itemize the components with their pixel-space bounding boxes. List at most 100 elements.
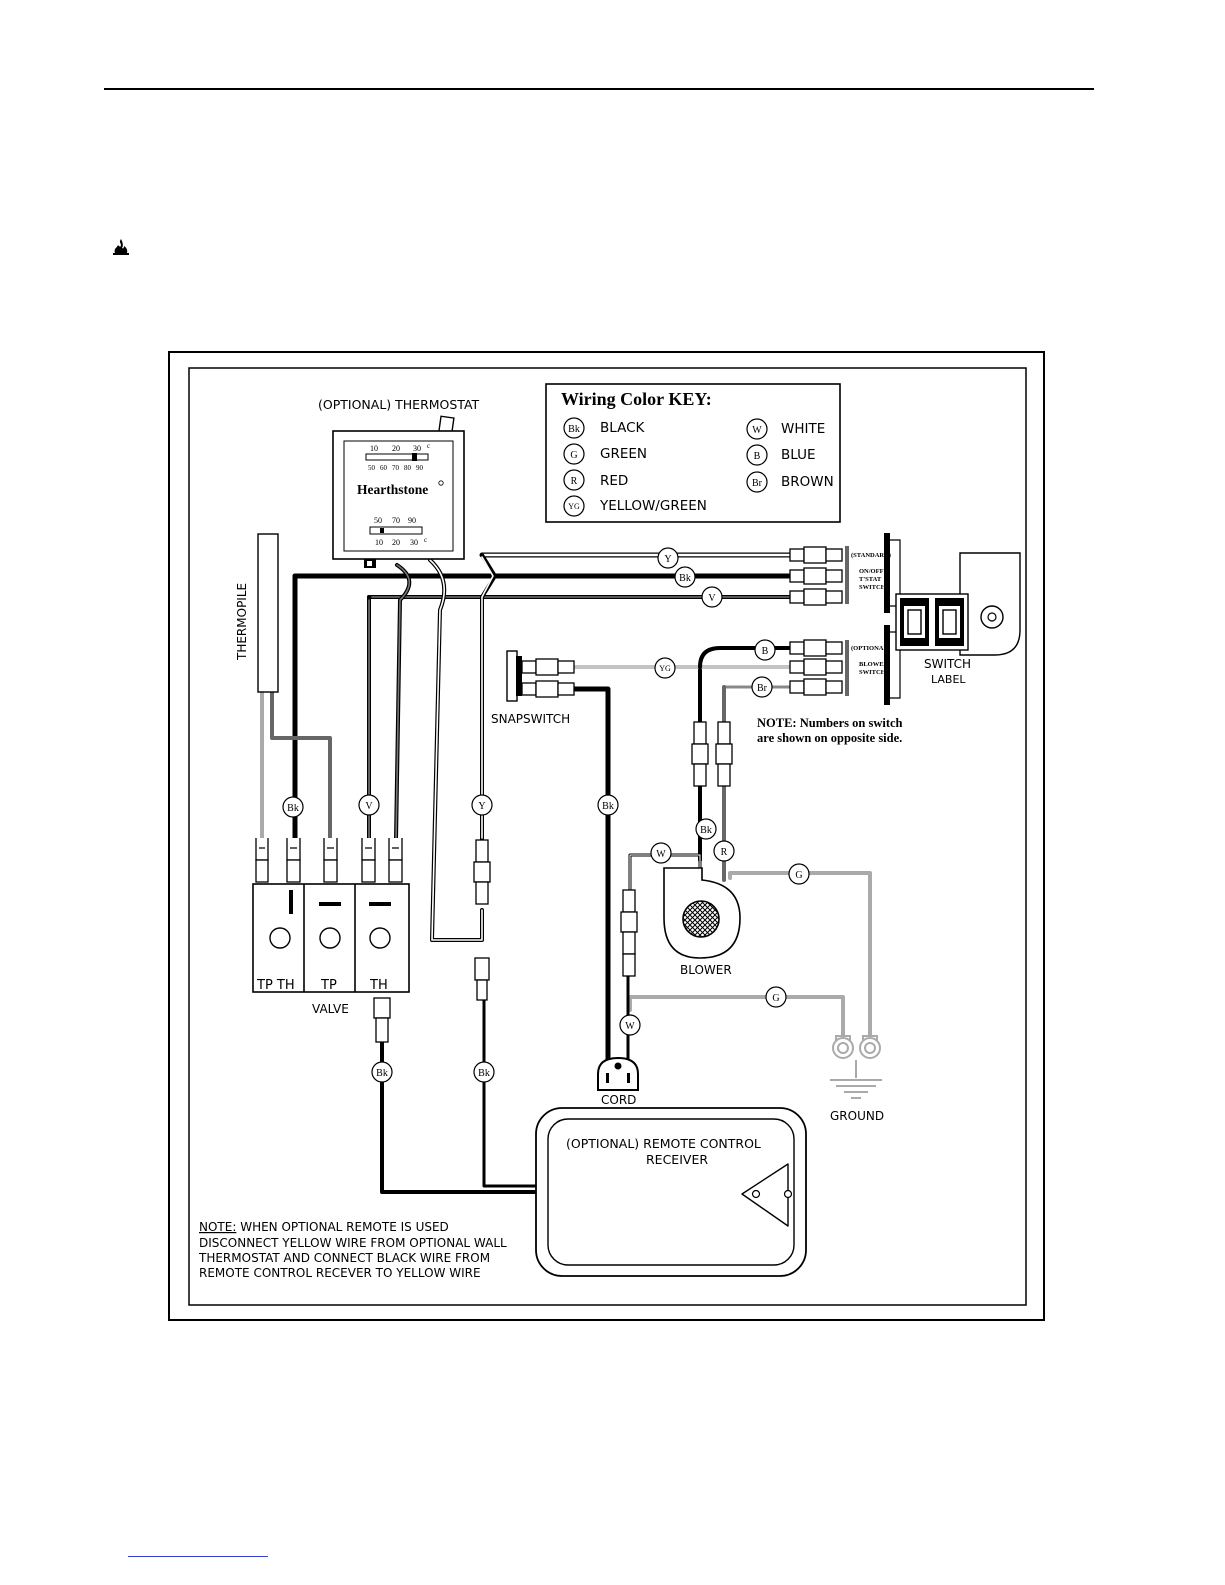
svg-text:G: G — [772, 993, 779, 1004]
key-name-white: WHITE — [781, 421, 825, 437]
tag-y-top: Y — [657, 547, 679, 569]
key-name-yellow-green: YELLOW/GREEN — [599, 498, 707, 514]
opt-switch-line1: (OPTIONAL) — [851, 645, 890, 652]
key-code-g: G — [570, 450, 577, 461]
thermo-scale-c: c — [427, 442, 430, 450]
tag-v-top: V — [701, 586, 723, 608]
std-switch-line1: (STANDARD) — [851, 552, 891, 559]
thermo-scale-30: 30 — [413, 444, 421, 453]
key-code-w: W — [752, 425, 762, 436]
std-switch-line4: SWITCH — [859, 584, 886, 591]
svg-text:Y: Y — [664, 554, 671, 565]
standard-switch: (STANDARD) ON/OFF T'STAT SWITCH — [789, 533, 901, 613]
svg-text:R: R — [721, 847, 728, 858]
tag-w-cord: W — [619, 1014, 641, 1036]
wire-green-2 — [628, 995, 845, 1042]
remote-note-line3: THERMOSTAT AND CONNECT BLACK WIRE FROM — [198, 1251, 490, 1265]
thermo-scale-50: 50 — [368, 464, 376, 472]
key-code-yg: YG — [568, 502, 580, 511]
thermo-scale-70: 70 — [392, 464, 400, 472]
thermostat-brand: Hearthstone — [357, 482, 428, 497]
ground: GROUND — [830, 1035, 884, 1123]
svg-text:NOTE: WHEN OPTIONAL REMOTE: NOTE: WHEN OPTIONAL REMOTE IS USED — [199, 1220, 449, 1234]
tag-bk-valve: Bk — [282, 796, 304, 818]
tag-w-blower: W — [650, 842, 672, 864]
remote-note-label: NOTE: — [199, 1220, 236, 1234]
tag-bk-top: Bk — [674, 566, 696, 588]
thermostat-label: (OPTIONAL) THERMOSTAT — [318, 397, 480, 412]
switch-note: NOTE: Numbers on switch are shown on opp… — [757, 716, 903, 745]
svg-text:V: V — [365, 801, 373, 812]
thermo-lower-70: 70 — [392, 516, 400, 525]
thermo-lower-20: 20 — [392, 538, 400, 547]
thermo-lower-50: 50 — [374, 516, 382, 525]
wire-snapswitch-black — [572, 686, 611, 1071]
svg-text:Y: Y — [478, 801, 485, 812]
tag-yg: YG — [654, 657, 676, 679]
tag-r: R — [713, 840, 735, 862]
thermo-scale-90: 90 — [416, 464, 424, 472]
tag-v-valve: V — [358, 794, 380, 816]
snapswitch: SNAPSWITCH — [491, 650, 575, 726]
switch-label-panel: SWITCH LABEL — [895, 552, 1021, 686]
footer-link-underline — [128, 1556, 268, 1557]
key-code-bk: Bk — [568, 424, 580, 435]
key-name-black: BLACK — [600, 420, 646, 436]
svg-text:Bk: Bk — [700, 825, 712, 836]
svg-text:W: W — [656, 849, 666, 860]
svg-text:Bk: Bk — [478, 1068, 490, 1079]
thermopile-label: THERMOPILE — [235, 583, 249, 661]
snapswitch-label: SNAPSWITCH — [491, 712, 570, 726]
svg-text:Bk: Bk — [376, 1068, 388, 1079]
key-name-brown: BROWN — [781, 474, 834, 490]
svg-text:Bk: Bk — [287, 803, 299, 814]
remote-note-line4: REMOTE CONTROL RECEVER TO YELLOW WIRE — [199, 1266, 481, 1280]
remote-label-line1: (OPTIONAL) REMOTE CONTROL — [566, 1136, 761, 1151]
key-name-green: GREEN — [600, 446, 647, 462]
wire-thermopile-dark — [270, 691, 332, 842]
thermo-scale-80: 80 — [404, 464, 412, 472]
tag-br: Br — [751, 676, 773, 698]
opt-switch-line2: BLOWER — [859, 661, 889, 668]
ground-label: GROUND — [830, 1109, 884, 1123]
wiring-color-key: Wiring Color KEY: Bk BLACK G GREEN R RED… — [545, 383, 841, 523]
tag-g-ground: G — [765, 986, 787, 1008]
switch-label-line2: LABEL — [931, 673, 966, 686]
key-name-red: RED — [600, 473, 628, 489]
key-code-r: R — [571, 476, 578, 487]
tag-bk-snap: Bk — [597, 794, 619, 816]
svg-text:W: W — [625, 1021, 635, 1032]
remote-note-line2: DISCONNECT YELLOW WIRE FROM OPTIONAL WAL… — [199, 1236, 507, 1250]
thermostat: (OPTIONAL) THERMOSTAT 10 20 30 c 50 60 7… — [318, 397, 480, 568]
tag-y-drop: Y — [471, 794, 493, 816]
diagram-inner-frame — [188, 367, 1027, 1306]
blower-label: BLOWER — [680, 963, 732, 977]
remote-note-line1: WHEN OPTIONAL REMOTE IS USED — [236, 1220, 448, 1234]
wire-remote-1 — [380, 1038, 542, 1194]
blower: BLOWER — [663, 867, 741, 977]
blower-switch: (OPTIONAL) BLOWER SWITCH — [789, 625, 901, 705]
thermo-lower-10: 10 — [375, 538, 383, 547]
remote-label-line2: RECEIVER — [646, 1152, 708, 1167]
wiring-diagram: (OPTIONAL) THERMOSTAT 10 20 30 c 50 60 7… — [168, 351, 1045, 1321]
valve: TP TH TP TH VALVE — [252, 883, 410, 1016]
thermo-lower-30: 30 — [410, 538, 418, 547]
tag-bk-remote-1: Bk — [371, 1061, 393, 1083]
key-name-blue: BLUE — [781, 447, 816, 463]
switch-note-line2: are shown on opposite side. — [757, 731, 902, 745]
svg-text:Bk: Bk — [679, 573, 691, 584]
switch-label-line1: SWITCH — [924, 657, 971, 671]
wire-blue — [698, 646, 792, 669]
header-rule — [104, 88, 1094, 90]
connectors — [255, 721, 733, 1043]
key-code-br: Br — [752, 478, 763, 489]
valve-spades — [255, 838, 403, 861]
tag-b: B — [754, 639, 776, 661]
valve-port-tpth: TP TH — [256, 978, 295, 993]
remote-receiver: (OPTIONAL) REMOTE CONTROL RECEIVER — [535, 1107, 807, 1277]
key-title: Wiring Color KEY: — [561, 389, 712, 409]
tag-g-blower: G — [788, 863, 810, 885]
wire-tags: Y Bk V B YG Br Bk V Y Bk Bk R W G G W Bk… — [282, 547, 810, 1083]
opt-switch-line3: SWITCH — [859, 669, 886, 676]
thermo-lower-90: 90 — [408, 516, 416, 525]
